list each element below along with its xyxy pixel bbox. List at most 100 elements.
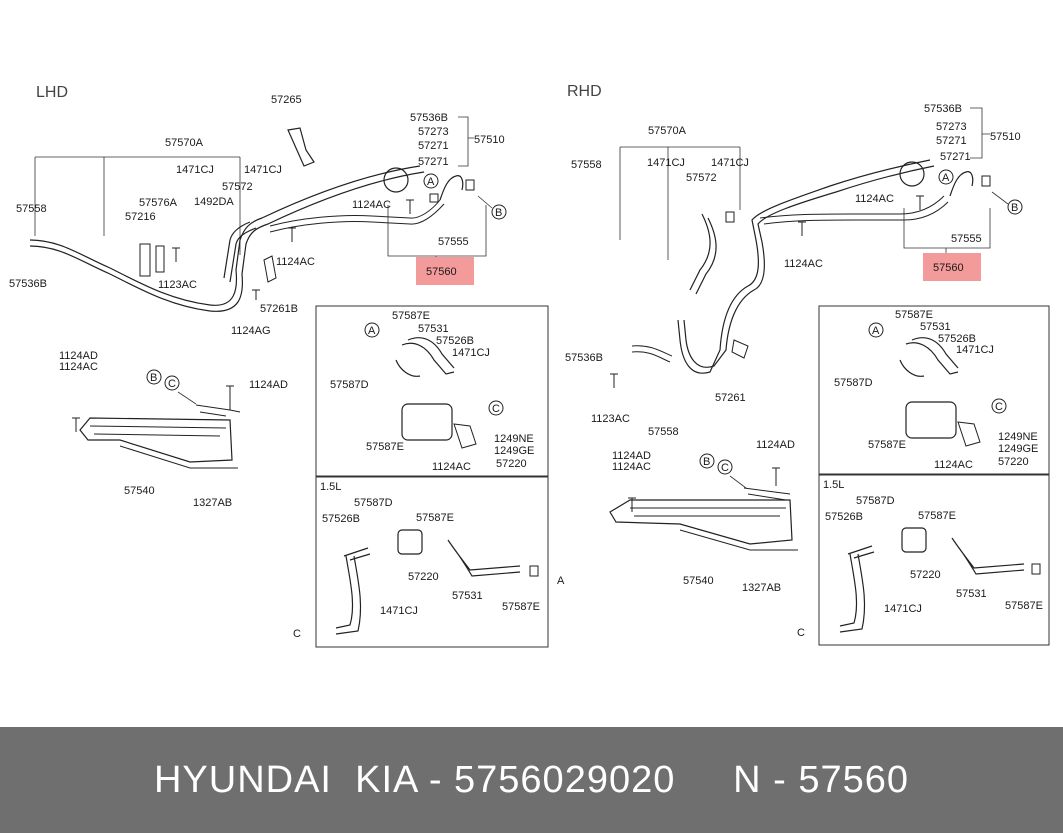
- cooler-pipe: [630, 507, 798, 551]
- label: 1471CJ: [711, 157, 749, 169]
- callout-a: [423, 173, 439, 189]
- hose: [839, 553, 866, 633]
- hose: [343, 547, 371, 561]
- detail-frame: [315, 305, 549, 477]
- label: 57570A: [648, 125, 687, 137]
- arrow: [477, 195, 493, 209]
- callout-a-label: A: [872, 325, 880, 337]
- label: 1249GE: [998, 443, 1038, 455]
- clamp: [529, 565, 539, 577]
- bolt: [252, 289, 260, 300]
- label: 1492DA: [194, 196, 234, 208]
- label: 57526B: [322, 513, 360, 525]
- reservoir: [383, 167, 409, 193]
- label: 1124AC: [612, 461, 651, 473]
- pressure-line: [29, 171, 425, 312]
- engine-title: 1.5L: [320, 481, 341, 493]
- label: 1327AB: [742, 582, 781, 594]
- label: 57510: [474, 134, 505, 146]
- label: 1124AD: [249, 379, 288, 391]
- callout-b-label: B: [703, 456, 710, 468]
- label: 1471CJ: [884, 603, 922, 615]
- label: 1471CJ: [452, 347, 490, 359]
- label: 57536B: [410, 112, 448, 124]
- reservoir: [901, 527, 927, 553]
- bolt: [172, 247, 180, 262]
- callout-a-label: A: [427, 176, 435, 188]
- label: 57540: [683, 575, 714, 587]
- label: 1471CJ: [244, 164, 282, 176]
- label: 57576A: [139, 197, 178, 209]
- clamp: [981, 175, 991, 187]
- lhd-section: LHD A B: [9, 84, 507, 337]
- label: 57271: [418, 140, 449, 152]
- label: 57531: [418, 323, 449, 335]
- label: 1123AC: [591, 413, 630, 425]
- label: 57273: [936, 121, 967, 133]
- label: 57570A: [165, 137, 204, 149]
- label: 1124AC: [855, 193, 894, 205]
- reservoir: [397, 529, 423, 555]
- cooler-pipe: [195, 404, 241, 417]
- label: 1124AD: [59, 350, 98, 362]
- bracket-lines: [458, 116, 474, 167]
- label: 1124AC: [352, 199, 391, 211]
- label: 1249NE: [998, 431, 1038, 443]
- label: 1124AD: [756, 439, 795, 451]
- callout-a-label: A: [368, 325, 376, 337]
- callout-c: [991, 398, 1007, 414]
- arrow: [729, 475, 747, 489]
- bracket: [957, 421, 981, 447]
- label: 57531: [920, 321, 951, 333]
- label: 57572: [222, 181, 253, 193]
- lhd-cooler: B C 1124AD 1124AC 1124AD 57540 1327AB: [59, 350, 288, 509]
- label: 57587D: [856, 495, 895, 507]
- rhd-section: RHD A B 57570A 57536B 57273 57271 57510 …: [565, 83, 1023, 438]
- label: 57558: [648, 426, 679, 438]
- hose: [447, 539, 521, 577]
- callout-c-label: C: [721, 462, 729, 474]
- label: 57587E: [366, 441, 404, 453]
- bracket-57261B: [263, 255, 277, 283]
- callout-b: [491, 204, 507, 220]
- label: 1471CJ: [956, 344, 994, 356]
- hose: [395, 359, 421, 377]
- cooler-pipe: [743, 487, 791, 501]
- label: 57558: [16, 203, 47, 215]
- label: 57587D: [330, 379, 369, 391]
- label: 57587D: [834, 377, 873, 389]
- return-line: [763, 201, 949, 225]
- label: 1471CJ: [176, 164, 214, 176]
- clamp: [465, 179, 475, 191]
- lhd-engine-box: 1.5L 57587D 57587E 57526B 57220 57531 57…: [293, 476, 565, 648]
- return-line: [269, 203, 445, 233]
- hose: [905, 342, 959, 375]
- label: 57271: [418, 156, 449, 168]
- label: 57220: [408, 571, 439, 583]
- hose: [335, 555, 362, 635]
- callout-c: [717, 459, 733, 475]
- label: C: [797, 627, 805, 639]
- label: 57526B: [938, 333, 976, 345]
- highlight-box: [416, 257, 474, 285]
- callout-c-label: C: [492, 403, 500, 415]
- callout-b-label: B: [495, 207, 502, 219]
- label: 57536B: [924, 103, 962, 115]
- cooler-pipe: [89, 425, 238, 469]
- reservoir: [905, 401, 957, 439]
- callout-c-label: C: [168, 378, 176, 390]
- hose: [407, 337, 455, 369]
- rhd-engine-box: 1.5L 57587D 57587E 57526B 57220 57531 57…: [797, 474, 1050, 646]
- label: 57220: [496, 458, 527, 470]
- rhd-cooler: B C 1124AD 1124AC 1124AD 57540 1327AB: [609, 439, 798, 594]
- bracket-57261: [731, 339, 749, 359]
- label: 57531: [452, 590, 483, 602]
- label: C: [293, 628, 301, 640]
- hose: [223, 221, 257, 283]
- hose: [951, 537, 1025, 575]
- bracket-lines: [619, 146, 741, 260]
- label: 1471CJ: [380, 605, 418, 617]
- clamp: [1031, 563, 1041, 575]
- bolt: [628, 497, 636, 512]
- callout-c-label: C: [995, 401, 1003, 413]
